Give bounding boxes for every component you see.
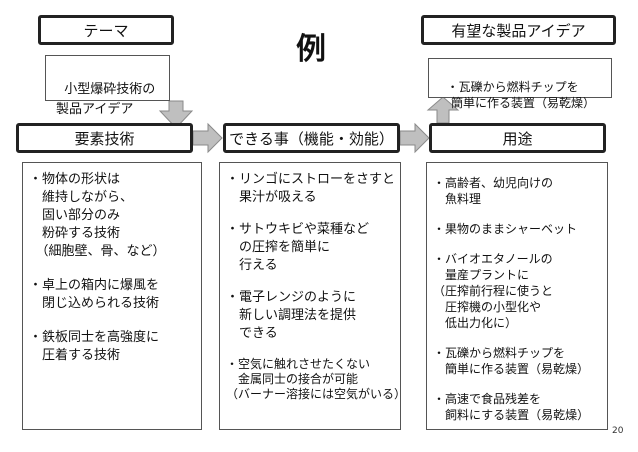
capability-item: ・リンゴにストローをさすと 果汁が吸える: [226, 172, 396, 205]
arrow-down: [158, 100, 194, 129]
elements-column: ・物体の形状は 維持しながら、 固い部分のみ 粉砕する技術 （細胞壁、骨、など）…: [22, 162, 202, 430]
elements-header: 要素技術: [16, 123, 193, 153]
capability-header: できる事（機能・効能）: [223, 123, 400, 153]
slide-title: 例: [296, 32, 326, 67]
capability-label: できる事（機能・効能）: [229, 129, 394, 148]
uses-label: 用途: [502, 129, 533, 148]
elements-label: 要素技術: [74, 129, 135, 148]
arrow-up: [426, 96, 460, 124]
use-item: ・瓦礫から燃料チップを 簡単に作る装置（易乾燥）: [433, 346, 590, 376]
page-number: 20: [612, 426, 624, 436]
arrow-right-2: [399, 122, 430, 154]
product-idea-label: 有望な製品アイデア: [451, 21, 586, 40]
capability-item: ・空気に触れさせたくない 金属同士の接合が可能 （バーナー溶接には空気がいる）: [226, 357, 407, 401]
product-idea-textbox: ・瓦礫から燃料チップを 簡単に作る装置（易乾燥）: [428, 58, 612, 110]
theme-text: 小型爆砕技術の 製品アイデア: [56, 82, 156, 117]
arrow-right-1: [192, 122, 223, 154]
capability-item: ・サトウキビや菜種など の圧搾を簡単に 行える: [226, 222, 370, 273]
theme-textbox: 小型爆砕技術の 製品アイデア: [45, 55, 170, 117]
capability-column: ・リンゴにストローをさすと 果汁が吸える ・サトウキビや菜種など の圧搾を簡単に…: [219, 162, 407, 430]
uses-column: ・高齢者、幼児向けの 魚料理 ・果物のままシャーベット ・バイオエタノールの 量…: [426, 162, 608, 430]
theme-header: テーマ: [38, 15, 174, 45]
element-item: ・卓上の箱内に爆風を 閉じ込められる技術: [29, 278, 160, 311]
capability-item: ・電子レンジのように 新しい調理法を提供 できる: [226, 290, 357, 341]
product-idea-text: ・瓦礫から燃料チップを 簡単に作る装置（易乾燥）: [446, 80, 596, 110]
use-item: ・高速で食品残差を 飼料にする装置（易乾燥）: [433, 392, 590, 422]
product-idea-header: 有望な製品アイデア: [421, 15, 616, 45]
element-item: ・鉄板同士を高強度に 圧着する技術: [29, 330, 160, 363]
use-item: ・バイオエタノールの 量産プラントに （圧搾前行程に使うと 圧搾機の小型化や 低…: [433, 252, 554, 330]
use-item: ・高齢者、幼児向けの 魚料理: [433, 176, 554, 206]
theme-label: テーマ: [83, 21, 129, 40]
element-item: ・物体の形状は 維持しながら、 固い部分のみ 粉砕する技術 （細胞壁、骨、など）: [29, 172, 166, 259]
use-item: ・果物のままシャーベット: [433, 222, 578, 236]
uses-header: 用途: [429, 123, 606, 153]
